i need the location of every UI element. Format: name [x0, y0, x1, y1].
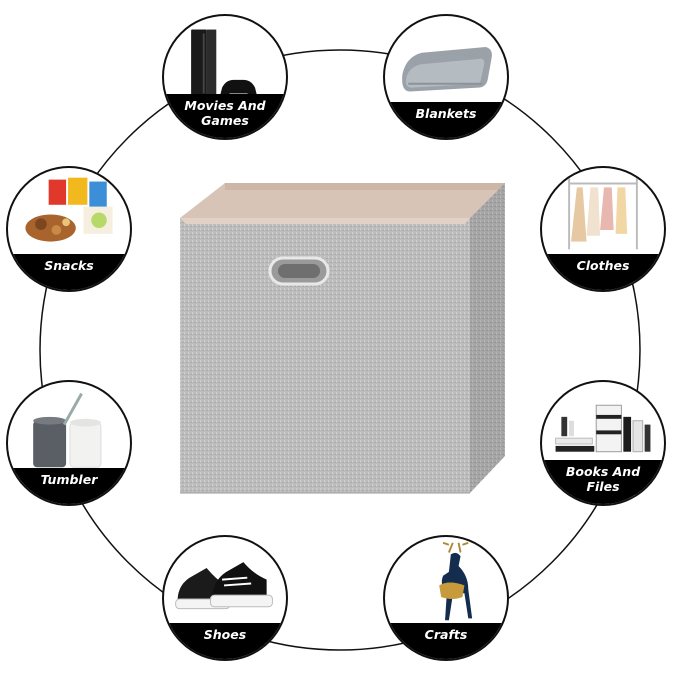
category-label: Movies And Games: [184, 98, 266, 128]
books-icon: [555, 404, 651, 453]
storage-cube-image: [180, 183, 505, 494]
blanket-icon: [402, 46, 492, 92]
deer-figurine-icon: [439, 541, 473, 621]
category-tumbler: Tumbler: [6, 380, 132, 506]
category-label: Clothes: [576, 258, 630, 273]
category-blankets: Blankets: [383, 14, 509, 140]
category-shoes: Shoes: [162, 535, 288, 661]
category-clothes: Clothes: [540, 166, 666, 292]
category-label: Books And Files: [565, 464, 641, 494]
category-label: Crafts: [424, 627, 468, 642]
game-console-icon: [191, 29, 257, 100]
snacks-icon: [25, 177, 113, 242]
category-label: Tumbler: [40, 472, 98, 487]
category-movies-and-games: Movies And Games: [162, 14, 288, 140]
clothes-rack-icon: [568, 177, 638, 250]
category-snacks: Snacks: [6, 166, 132, 292]
category-books-and-files: Books And Files: [540, 380, 666, 506]
sneakers-icon: [175, 562, 273, 610]
category-crafts: Crafts: [383, 535, 509, 661]
category-label: Shoes: [203, 627, 247, 642]
category-label: Snacks: [44, 258, 94, 273]
category-label: Blankets: [415, 106, 477, 121]
tumbler-icon: [33, 392, 102, 468]
